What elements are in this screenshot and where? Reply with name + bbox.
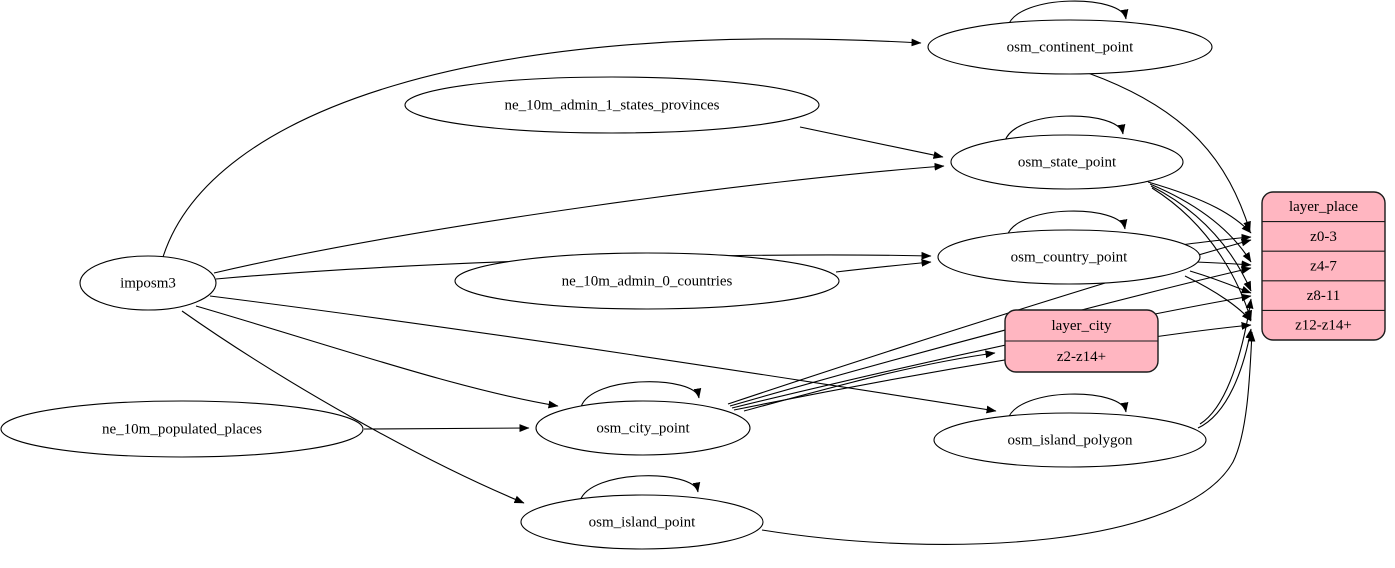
edge-osm_city_point-to-layer_city:z2-z14+ bbox=[743, 350, 996, 412]
record-layer_city-row-0: layer_city bbox=[1052, 318, 1112, 334]
record-layer_place-box bbox=[1261, 191, 1386, 341]
node-ne_10m_populated_places: ne_10m_populated_places bbox=[0, 400, 364, 458]
edge-osm_island_point-to-osm_island_point bbox=[579, 475, 701, 502]
node-osm_city_point: osm_city_point bbox=[535, 400, 751, 456]
node-osm_city_point-label: osm_city_point bbox=[596, 420, 690, 436]
node-ne_10m_admin_0_countries-shape bbox=[454, 252, 840, 310]
record-layer_place-row-4: z12-z14+ bbox=[1295, 318, 1352, 334]
edge-osm_island_point-to-layer_place:z12-z14+ bbox=[761, 331, 1256, 545]
node-imposm3-shape bbox=[79, 255, 217, 311]
edge-osm_country_point-to-osm_country_point bbox=[1006, 210, 1128, 237]
record-layer_city-row-1: z2-z14+ bbox=[1057, 349, 1106, 365]
node-ne_10m_admin_1_states_provinces-shape bbox=[404, 76, 820, 134]
edge-ne_10m_admin_1_states_provinces-to-osm_state_point bbox=[799, 126, 944, 159]
node-osm_country_point: osm_country_point bbox=[937, 229, 1201, 285]
node-ne_10m_populated_places-label: ne_10m_populated_places bbox=[102, 421, 262, 437]
node-osm_continent_point: osm_continent_point bbox=[927, 19, 1213, 75]
node-osm_city_point-shape bbox=[535, 400, 751, 456]
edge-osm_city_point-to-layer_place:z12-z14+ bbox=[733, 322, 1252, 411]
edge-osm_continent_point-to-osm_continent_point bbox=[1007, 0, 1129, 27]
node-osm_island_point: osm_island_point bbox=[520, 494, 764, 550]
node-osm_state_point: osm_state_point bbox=[950, 134, 1184, 190]
record-layer_place-row-2: z4-7 bbox=[1310, 258, 1337, 274]
node-ne_10m_admin_1_states_provinces: ne_10m_admin_1_states_provinces bbox=[404, 76, 820, 134]
node-osm_continent_point-label: osm_continent_point bbox=[1007, 39, 1134, 55]
edge-osm_city_point-to-layer_place:z0-3 bbox=[727, 238, 1252, 405]
node-osm_state_point-label: osm_state_point bbox=[1018, 154, 1117, 170]
edge-osm_island_polygon-to-layer_place:z12-z14+ bbox=[1197, 328, 1254, 429]
node-osm_continent_point-shape bbox=[927, 19, 1213, 75]
edge-osm_country_point-to-layer_place:z12-z14+ bbox=[1184, 275, 1252, 322]
edge-imposm3-to-osm_city_point bbox=[195, 305, 559, 409]
record-layer_place-row-1: z0-3 bbox=[1310, 229, 1337, 245]
edge-osm_state_point-to-layer_place:z0-3 bbox=[1147, 181, 1252, 234]
node-osm_country_point-label: osm_country_point bbox=[1011, 249, 1128, 265]
node-imposm3: imposm3 bbox=[79, 255, 217, 311]
node-osm_island_point-shape bbox=[520, 494, 764, 550]
record-layer_place: layer_place z0-3 z4-7 z8-11 z12-z14+ bbox=[1261, 191, 1386, 341]
edges-layer bbox=[162, 0, 1256, 545]
edge-osm_state_point-to-osm_state_point bbox=[1004, 115, 1126, 142]
edge-osm_country_point-to-layer_place:z8-11 bbox=[1189, 270, 1252, 294]
nodes-layer: imposm3 ne_10m_admin_1_states_provincesne… bbox=[0, 19, 1386, 550]
node-osm_island_polygon: osm_island_polygon bbox=[933, 412, 1207, 468]
edge-osm_city_point-to-layer_place:z8-11 bbox=[731, 293, 1252, 409]
node-ne_10m_admin_1_states_provinces-label: ne_10m_admin_1_states_provinces bbox=[505, 97, 720, 113]
edge-imposm3-to-osm_island_point bbox=[181, 310, 525, 504]
edge-imposm3-to-osm_continent_point bbox=[162, 38, 922, 258]
edge-osm_state_point-to-layer_place:z4-7 bbox=[1149, 183, 1252, 263]
edge-imposm3-to-osm_island_polygon bbox=[209, 295, 997, 414]
record-layer_city: layer_city z2-z14+ bbox=[1004, 309, 1159, 373]
edge-osm_continent_point-to-layer_place:z0-3 bbox=[1087, 72, 1251, 232]
node-osm_island_point-label: osm_island_point bbox=[589, 514, 697, 530]
node-osm_island_polygon-shape bbox=[933, 412, 1207, 468]
node-ne_10m_admin_0_countries: ne_10m_admin_0_countries bbox=[454, 252, 840, 310]
edge-osm_island_polygon-to-layer_place:z8-11 bbox=[1199, 298, 1254, 425]
edge-osm_country_point-to-layer_place:z0-3 bbox=[1179, 233, 1252, 246]
node-osm_island_polygon-label: osm_island_polygon bbox=[1007, 432, 1133, 448]
node-ne_10m_admin_0_countries-label: ne_10m_admin_0_countries bbox=[562, 273, 733, 289]
edge-ne_10m_admin_0_countries-to-osm_country_point bbox=[835, 259, 932, 273]
record-layer_place-row-0: layer_place bbox=[1289, 199, 1358, 215]
node-ne_10m_populated_places-shape bbox=[0, 400, 364, 458]
edge-osm_country_point-to-layer_place:z4-7 bbox=[1195, 260, 1252, 269]
edge-imposm3-to-osm_state_point bbox=[213, 162, 945, 274]
node-imposm3-label: imposm3 bbox=[120, 275, 176, 291]
record-layer_place-row-3: z8-11 bbox=[1307, 288, 1341, 304]
edge-osm_state_point-to-layer_place:z8-11 bbox=[1150, 185, 1252, 292]
edge-osm_city_point-to-osm_city_point bbox=[580, 381, 702, 408]
node-osm_country_point-shape bbox=[937, 229, 1201, 285]
edge-osm_island_polygon-to-osm_island_polygon bbox=[1007, 393, 1129, 420]
node-osm_state_point-shape bbox=[950, 134, 1184, 190]
edge-ne_10m_populated_places-to-osm_city_point bbox=[363, 424, 530, 432]
